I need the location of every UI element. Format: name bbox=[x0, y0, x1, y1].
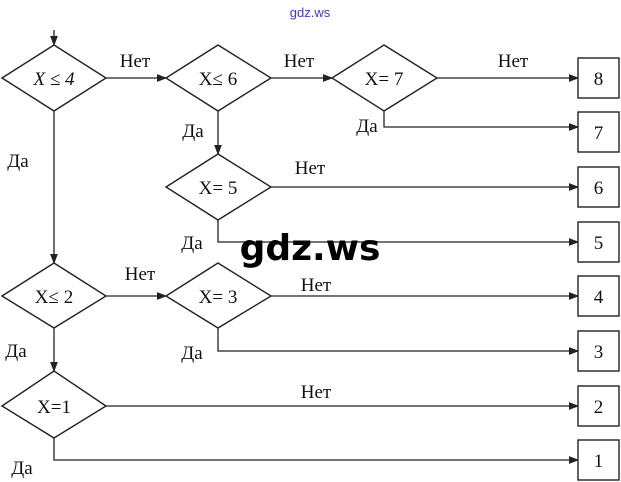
decision-x-eq-3: X= 3 bbox=[164, 262, 273, 329]
label-yes: Да bbox=[5, 341, 27, 362]
label-yes: Да bbox=[7, 151, 29, 172]
label-yes: Да bbox=[181, 233, 203, 254]
svg-text:3: 3 bbox=[594, 342, 604, 363]
output-box-1: 1 bbox=[577, 439, 620, 481]
label-no: Нет bbox=[284, 51, 315, 72]
label-no: Нет bbox=[301, 382, 332, 403]
label-yes: Да bbox=[182, 121, 204, 142]
label-no: Нет bbox=[125, 264, 156, 285]
svg-text:5: 5 bbox=[594, 233, 604, 254]
label-no: Нет bbox=[498, 51, 529, 72]
decision-x-eq-7: X= 7 bbox=[330, 44, 439, 112]
output-box-2: 2 bbox=[577, 385, 620, 427]
svg-text:X= 5: X= 5 bbox=[199, 178, 238, 199]
svg-text:X= 7: X= 7 bbox=[365, 69, 404, 90]
output-box-6: 6 bbox=[577, 166, 620, 208]
label-no: Нет bbox=[120, 51, 151, 72]
output-box-7: 7 bbox=[577, 111, 620, 153]
label-yes: Да bbox=[356, 116, 378, 137]
output-box-4: 4 bbox=[577, 275, 620, 317]
svg-text:X= 3: X= 3 bbox=[199, 287, 238, 308]
svg-text:8: 8 bbox=[594, 69, 604, 90]
watermark-top: gdz.ws bbox=[290, 5, 331, 20]
output-box-3: 3 bbox=[577, 330, 620, 372]
svg-text:4: 4 bbox=[594, 287, 604, 308]
label-no: Нет bbox=[295, 158, 326, 179]
svg-text:X≤ 2: X≤ 2 bbox=[35, 287, 73, 308]
decision-x-eq-1: X=1 bbox=[0, 370, 108, 439]
svg-text:7: 7 bbox=[594, 123, 604, 144]
connectors bbox=[50, 30, 580, 464]
decision-x-le-6: X≤ 6 bbox=[164, 44, 273, 112]
decision-x-le-4: X ≤ 4 bbox=[0, 44, 108, 112]
svg-text:X=1: X=1 bbox=[37, 397, 71, 418]
svg-text:1: 1 bbox=[594, 451, 604, 472]
svg-text:X ≤ 4: X ≤ 4 bbox=[32, 69, 75, 90]
svg-text:6: 6 bbox=[594, 178, 604, 199]
watermark-center: gdz.ws bbox=[240, 228, 381, 269]
svg-text:X≤ 6: X≤ 6 bbox=[199, 69, 237, 90]
label-no: Нет bbox=[301, 275, 332, 296]
label-yes: Да bbox=[11, 458, 33, 479]
svg-text:2: 2 bbox=[594, 397, 604, 418]
label-yes: Да bbox=[181, 343, 203, 364]
decision-x-eq-5: X= 5 bbox=[164, 153, 273, 221]
branch-labels: Нет Нет Нет Нет Нет Нет Нет Да Да Да Да … bbox=[5, 51, 529, 479]
output-box-5: 5 bbox=[577, 221, 620, 263]
output-box-8: 8 bbox=[577, 57, 620, 99]
decision-x-le-2: X≤ 2 bbox=[0, 262, 108, 329]
